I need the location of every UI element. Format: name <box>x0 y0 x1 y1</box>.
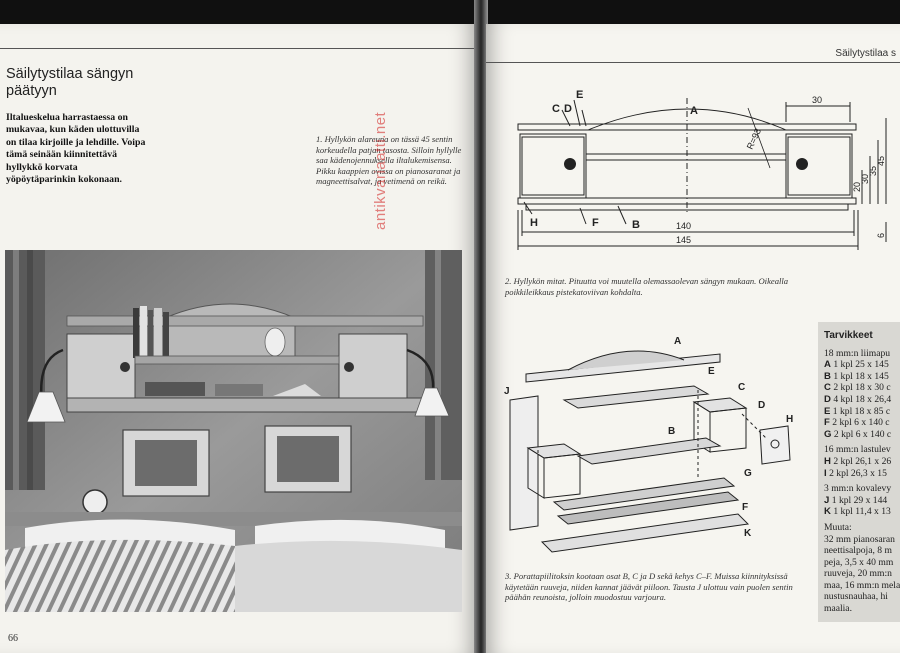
part-j: J <box>504 386 510 397</box>
scan-border <box>0 0 900 24</box>
materials-line-text: 1 kpl 11,4 x 13 <box>830 506 891 518</box>
materials-line-text: 2 kpl 6 x 140 c <box>829 417 890 429</box>
bedroom-shelf-photo <box>5 250 462 612</box>
materials-line-text: 4 kpl 18 x 26,4 <box>830 393 892 405</box>
materials-line-text: 1 kpl 25 x 145 <box>830 359 889 371</box>
dim-20: 20 <box>852 182 862 192</box>
materials-line-text: neettisalpoja, 8 m <box>824 545 892 557</box>
materials-line-text: 3 mm:n kovalevy <box>824 483 892 495</box>
materials-part-code: H <box>824 455 831 467</box>
materials-line: G 2 kpl 6 x 140 c <box>824 429 900 441</box>
label-f: F <box>592 217 599 229</box>
materials-line-text: maa, 16 mm:n mela <box>824 579 900 591</box>
materials-line-text: Muuta: <box>824 521 852 533</box>
materials-line: H 2 kpl 26,1 x 26 <box>824 456 900 468</box>
materials-line-text: peja, 3,5 x 40 mm <box>824 556 894 568</box>
label-h: H <box>530 217 538 229</box>
materials-line-text: 1 kpl 18 x 85 c <box>830 405 891 417</box>
label-d: D <box>564 103 572 115</box>
label-e: E <box>576 89 583 101</box>
part-f: F <box>742 502 748 513</box>
materials-line: F 2 kpl 6 x 140 c <box>824 417 900 429</box>
section-title: Säilytystilaa sängyn päätyyn <box>6 66 134 99</box>
materials-line: peja, 3,5 x 40 mm <box>824 557 900 569</box>
dim-145: 145 <box>676 235 691 245</box>
part-b: B <box>668 426 675 437</box>
label-b: B <box>632 219 640 231</box>
materials-part-code: D <box>824 393 831 405</box>
part-c: C <box>738 382 745 393</box>
assembly-caption: 3. Porattapiilitoksin kootaan osat B, C … <box>505 571 793 603</box>
materials-line: 32 mm pianosaran <box>824 534 900 546</box>
part-h: H <box>786 414 793 425</box>
materials-line: I 2 kpl 26,3 x 15 <box>824 468 900 480</box>
materials-line-text: 32 mm pianosaran <box>824 533 895 545</box>
right-header-rule <box>486 62 900 63</box>
dim-45: 45 <box>876 156 886 166</box>
materials-line: nustusnauhaa, hi <box>824 591 900 603</box>
shelf-dimension-drawing: E C D A H F B 140 145 30 R=93 20 30 35 4… <box>517 89 887 250</box>
book-gutter <box>474 0 488 653</box>
materials-line: D 4 kpl 18 x 26,4 <box>824 394 900 406</box>
dim-140: 140 <box>676 221 691 231</box>
materials-part-code: G <box>824 428 832 440</box>
materials-part-code: A <box>824 359 831 371</box>
materials-line-text: ruuveja, 20 mm:n <box>824 568 892 580</box>
watermark: antikvariaatti.net <box>372 111 389 230</box>
part-d: D <box>758 400 765 411</box>
materials-line: maa, 16 mm:n mela <box>824 580 900 592</box>
materials-line: Muuta: <box>824 522 900 534</box>
materials-part-code: J <box>824 494 830 506</box>
materials-line: neettisalpoja, 8 m <box>824 545 900 557</box>
materials-line-text: 18 mm:n liimapu <box>824 347 891 359</box>
label-a: A <box>690 105 698 117</box>
materials-part-code: E <box>824 405 831 417</box>
materials-part-code: I <box>824 467 827 479</box>
materials-title: Tarvikkeet <box>824 330 873 341</box>
materials-part-code: C <box>824 382 831 394</box>
exploded-assembly-drawing: A E C D H B G F K J <box>504 336 793 553</box>
dim-30-vertical: 30 <box>860 174 870 184</box>
materials-line-text: 2 kpl 6 x 140 c <box>831 428 892 440</box>
materials-line: J 1 kpl 29 x 144 <box>824 495 900 507</box>
materials-part-code: B <box>824 370 831 382</box>
materials-line-text: 2 kpl 26,3 x 15 <box>826 467 887 479</box>
materials-part-code: F <box>824 417 830 429</box>
materials-line-text: 2 kpl 18 x 30 c <box>830 382 891 394</box>
part-k: K <box>744 528 752 539</box>
materials-line-text: 1 kpl 29 x 144 <box>829 494 888 506</box>
materials-line: B 1 kpl 18 x 145 <box>824 371 900 383</box>
dim-35: 35 <box>868 166 878 176</box>
materials-line-text: maalia. <box>824 603 852 615</box>
materials-line: maalia. <box>824 603 900 615</box>
materials-line: K 1 kpl 11,4 x 13 <box>824 506 900 518</box>
part-a: A <box>674 336 681 347</box>
materials-line-text: nustusnauhaa, hi <box>824 591 888 603</box>
dimension-caption: 2. Hyllykön mitat. Pituutta voi muutella… <box>505 276 789 297</box>
part-e: E <box>708 366 715 377</box>
label-c: C <box>552 103 560 115</box>
materials-line: 3 mm:n kovalevy <box>824 483 900 495</box>
materials-line: 16 mm:n lastulev <box>824 444 900 456</box>
photo-caption: 1. Hyllykön alareuna on tässä 45 sentin … <box>316 134 462 187</box>
materials-line-text: 1 kpl 18 x 145 <box>830 370 889 382</box>
materials-line: 18 mm:n liimapu <box>824 348 900 360</box>
intro-text: Iltalueskelua harrastaessa on mukavaa, k… <box>6 112 146 186</box>
materials-line: C 2 kpl 18 x 30 c <box>824 382 900 394</box>
dim-30: 30 <box>812 95 822 105</box>
materials-part-code: K <box>824 506 831 518</box>
running-head: Säilytystilaa s <box>835 48 896 59</box>
part-g: G <box>744 468 752 479</box>
materials-line: A 1 kpl 25 x 145 <box>824 359 900 371</box>
dim-6: 6 <box>876 233 886 238</box>
materials-line-text: 16 mm:n lastulev <box>824 444 891 456</box>
materials-line-text: 2 kpl 26,1 x 26 <box>830 455 892 467</box>
materials-line: E 1 kpl 18 x 85 c <box>824 406 900 418</box>
materials-line: ruuveja, 20 mm:n <box>824 568 900 580</box>
page-number: 66 <box>8 633 18 644</box>
left-header-rule <box>0 48 476 49</box>
